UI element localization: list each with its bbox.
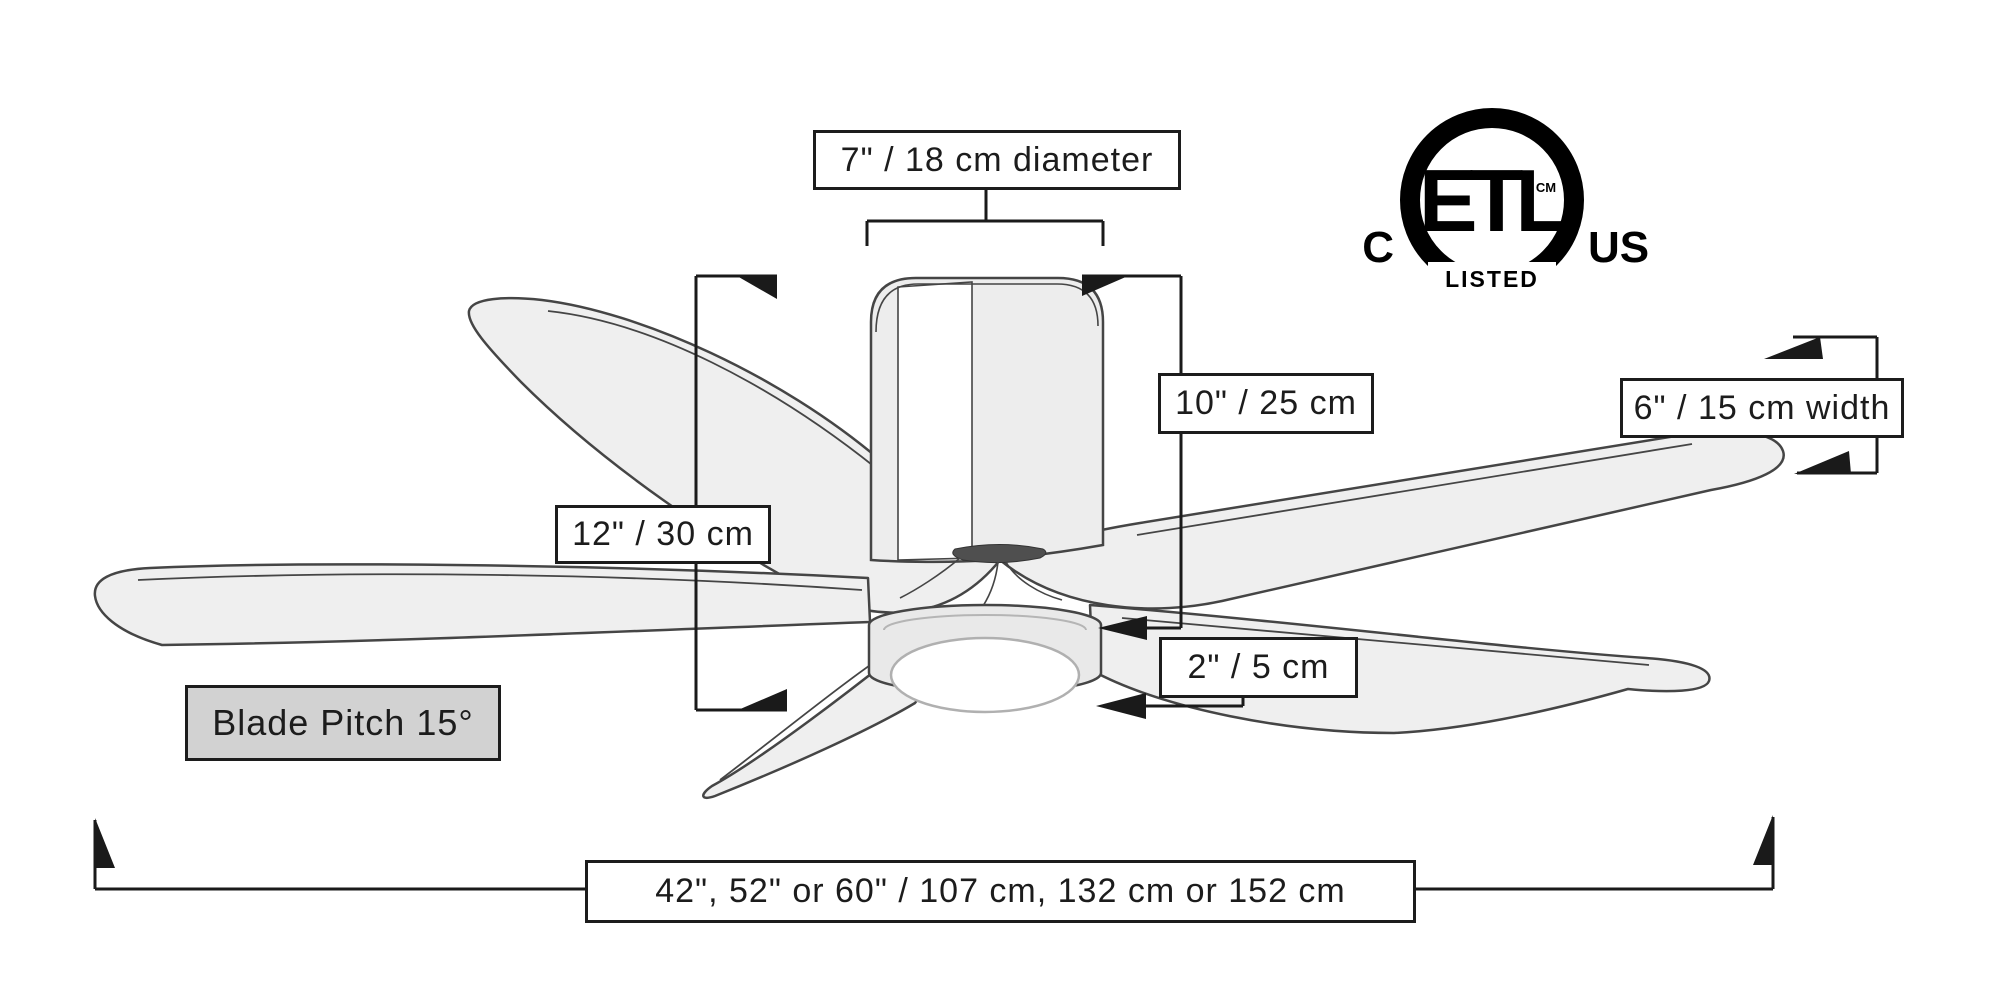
etl-region-c-text: C [1362,223,1394,272]
etl-region-us-text: US [1588,223,1649,272]
etl-mark-text: ETL [1419,151,1567,250]
light-kit-height-label: 2" / 5 cm [1159,637,1358,698]
light-ring [867,603,1103,714]
light-lens [889,636,1081,714]
arrowhead [1082,276,1128,296]
motor-housing-top-arc [875,283,1099,333]
motor-underside [952,544,1047,564]
etl-trademark-text: CM [1536,180,1556,195]
dimension-lines [93,189,1879,891]
arrowhead [737,276,777,299]
dim-light-height [1096,693,1245,719]
arrowhead [738,689,787,710]
blade-pitch-badge: Blade Pitch 15° [185,685,501,761]
blade-upper-right-crease [1136,443,1693,536]
motor-housing-highlight-stripe [897,281,973,561]
etl-listed-text: LISTED [1445,266,1539,292]
arrowhead [1764,337,1823,359]
arrowhead [1096,693,1146,719]
fan-height-label: 10" / 25 cm [1158,373,1374,434]
dim-blade-span [93,815,1775,891]
blade-lower-right-crease [1121,617,1650,666]
dim-fan-height [1082,274,1183,640]
motor-housing [869,276,1105,607]
arrowhead [1794,451,1851,474]
blade-left-crease [137,573,863,591]
arrowhead [1753,815,1773,865]
motor-diameter-label: 7" / 18 cm diameter [813,130,1181,190]
blade-upper-right [998,430,1785,610]
light-ring-inner-arc [883,614,1087,631]
blade-upper-left-crease [547,310,877,469]
dim-blade-width [1764,335,1879,475]
motor-height-label: 12" / 30 cm [555,505,771,564]
arrowhead [1098,616,1147,640]
dim-motor-height [694,274,787,712]
fan-blades [93,296,1785,800]
blade-span-label: 42", 52" or 60" / 107 cm, 132 cm or 152 … [585,860,1416,923]
dim-motor-diameter [865,189,1105,246]
hub-seams [899,557,1063,607]
etl-certification-mark: ETL CM LISTED C US [1362,108,1649,293]
blade-left [93,563,872,647]
arrowhead [95,818,115,868]
blade-width-label: 6" / 15 cm width [1620,378,1904,438]
etl-listed-banner [1428,262,1556,293]
